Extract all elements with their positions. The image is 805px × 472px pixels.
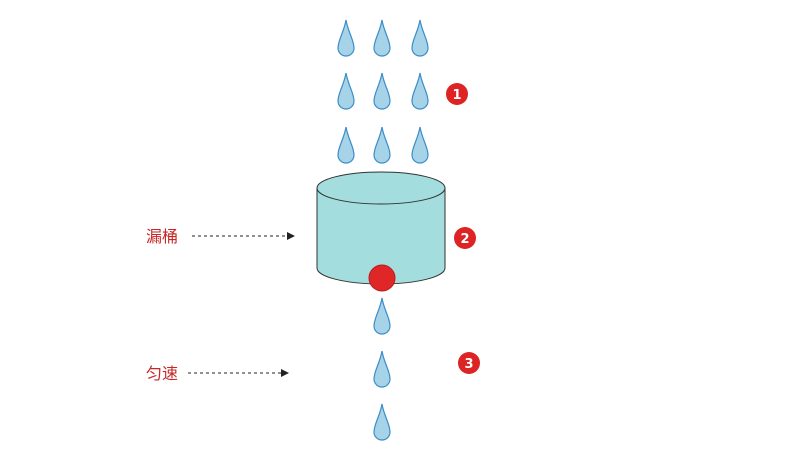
- svg-text:2: 2: [460, 232, 469, 247]
- water-drop-icon: [373, 72, 391, 110]
- svg-text:1: 1: [452, 88, 461, 103]
- bucket-cylinder-icon: [316, 171, 446, 285]
- badge-2: 2: [454, 227, 476, 249]
- water-drop-icon: [411, 126, 429, 164]
- badge-3: 3: [458, 352, 480, 374]
- svg-text:3: 3: [464, 357, 473, 372]
- water-drop-icon: [337, 72, 355, 110]
- water-drop-icon: [373, 126, 391, 164]
- water-drop-icon: [373, 403, 391, 441]
- badge-1: 1: [446, 83, 468, 105]
- water-drop-icon: [337, 126, 355, 164]
- outgoing-drops: [373, 297, 391, 441]
- water-drop-icon: [337, 19, 355, 57]
- incoming-drops: [337, 19, 429, 164]
- uniform-label: 匀速: [146, 364, 178, 383]
- water-drop-icon: [373, 297, 391, 335]
- bucket-label: 漏桶: [146, 227, 178, 246]
- water-drop-icon: [411, 19, 429, 57]
- water-drop-icon: [373, 350, 391, 388]
- water-drop-icon: [373, 19, 391, 57]
- leak-hole-icon: [368, 264, 396, 292]
- bucket-top: [316, 171, 446, 205]
- water-drop-icon: [411, 72, 429, 110]
